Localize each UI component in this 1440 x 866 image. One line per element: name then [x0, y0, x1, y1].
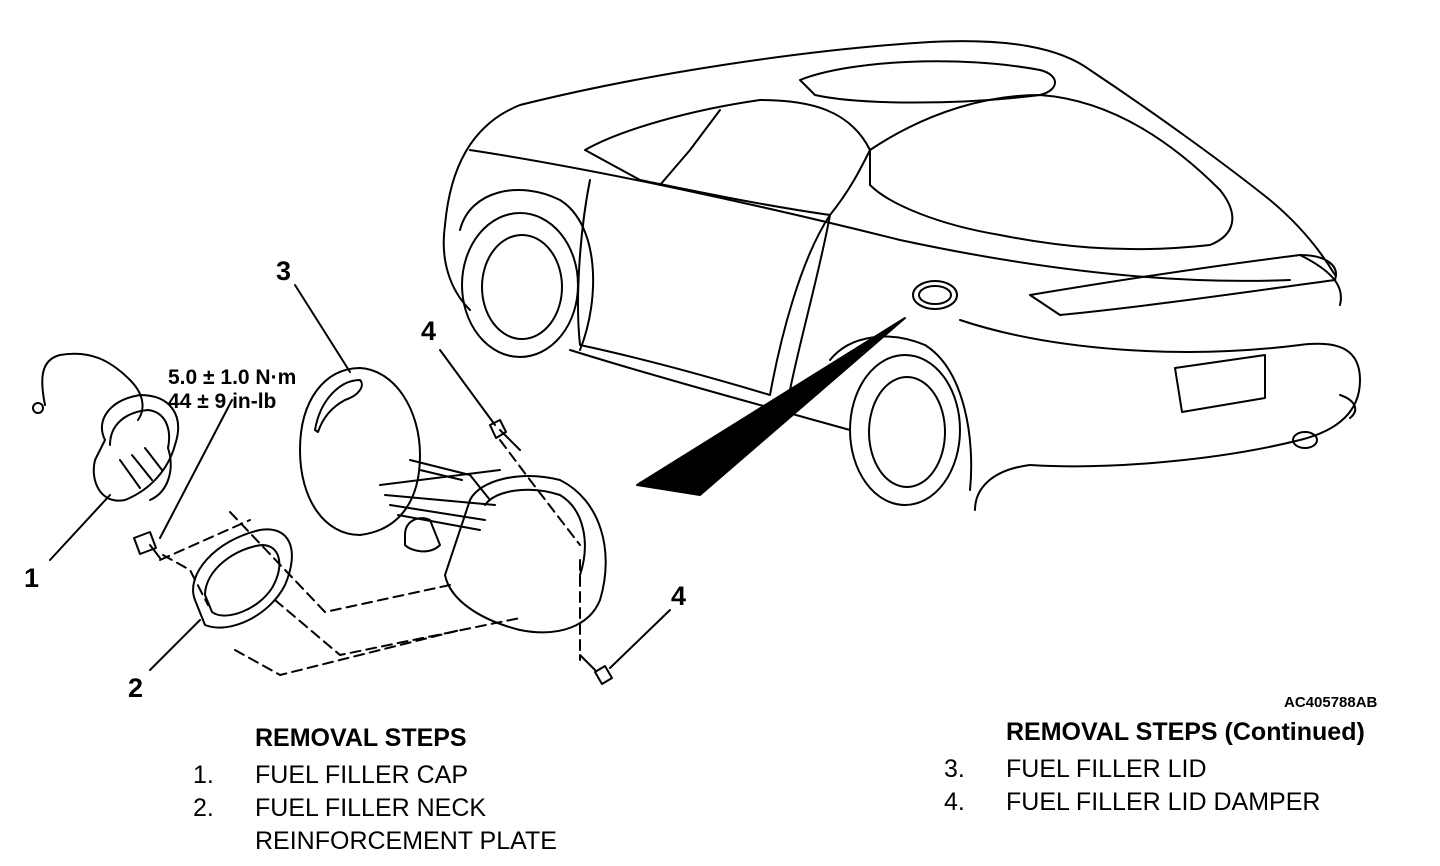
step-label: REINFORCEMENT PLATE [255, 827, 557, 855]
step-item: 3. FUEL FILLER LID [944, 753, 1365, 786]
step-number: 1. [193, 761, 214, 789]
callout-3: 3 [276, 256, 292, 286]
fuel-filler-lid-damper-illustration [379, 419, 613, 685]
step-label: FUEL FILLER LID DAMPER [1006, 788, 1321, 816]
figure-id: AC405788AB [1284, 694, 1378, 711]
fuel-filler-cap-illustration [32, 352, 180, 502]
step-number: 3. [944, 755, 965, 783]
car-illustration [442, 40, 1361, 511]
removal-steps-continued-heading: REMOVAL STEPS (Continued) [1006, 718, 1365, 746]
torque-spec: 5.0 ± 1.0 N·m 44 ± 9 in-lb [168, 366, 296, 414]
step-number: 4. [944, 788, 965, 816]
callout-2: 2 [128, 673, 144, 703]
step-item: 1. FUEL FILLER CAP [193, 759, 557, 792]
removal-steps: REMOVAL STEPS 1. FUEL FILLER CAP 2. FUEL… [193, 724, 557, 858]
removal-steps-heading: REMOVAL STEPS [255, 724, 467, 752]
step-item-continued: REINFORCEMENT PLATE [193, 825, 557, 858]
step-number: 2. [193, 794, 214, 822]
removal-steps-continued: REMOVAL STEPS (Continued) 3. FUEL FILLER… [944, 718, 1365, 819]
step-label: FUEL FILLER NECK [255, 794, 487, 822]
torque-metric: 5.0 ± 1.0 N·m [168, 366, 297, 389]
step-label: FUEL FILLER CAP [255, 761, 469, 789]
reinforcement-plate-illustration [133, 528, 293, 629]
step-label: FUEL FILLER LID [1006, 755, 1207, 783]
callout-leaders [49, 284, 671, 671]
step-item: 2. FUEL FILLER NECK [193, 792, 557, 825]
alignment-lines [159, 439, 581, 676]
torque-imperial: 44 ± 9 in-lb [168, 390, 277, 413]
callout-1: 1 [24, 563, 40, 593]
callout-4-bottom: 4 [671, 581, 687, 611]
fuel-filler-lid-illustration [299, 367, 421, 536]
callout-4-top: 4 [421, 316, 437, 346]
step-item: 4. FUEL FILLER LID DAMPER [944, 786, 1365, 819]
